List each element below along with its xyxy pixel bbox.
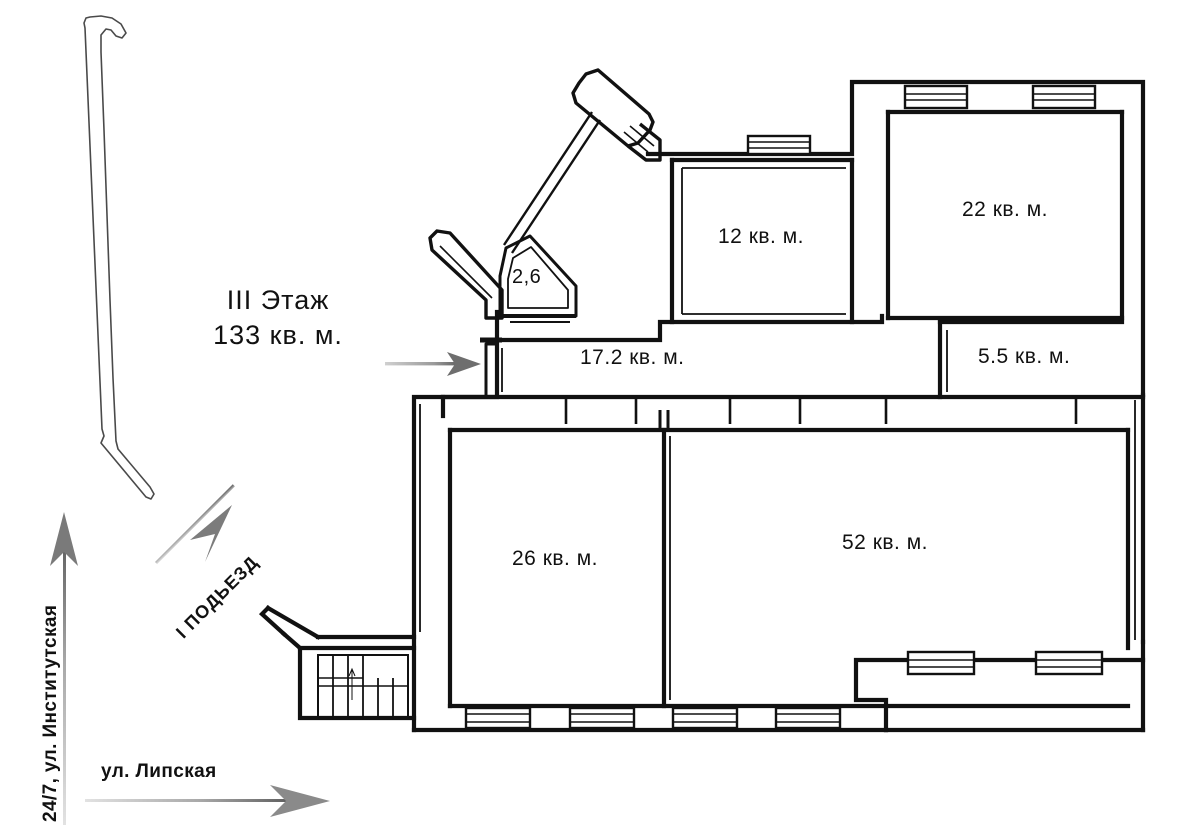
floor-title-line2: 133 кв. м.: [213, 319, 343, 350]
room-label-17-2: 17.2 кв. м.: [580, 346, 685, 369]
staircase-icon: [317, 654, 409, 718]
window-icon: [1034, 650, 1104, 676]
neighbor-building-outline: [83, 15, 155, 500]
wall-inner-faces: [419, 167, 1136, 700]
street-vertical-arrow-icon: [50, 512, 78, 825]
room-label-52: 52 кв. м.: [842, 531, 928, 554]
floor-title-line1: III Этаж: [226, 285, 330, 315]
window-icon: [1031, 84, 1097, 110]
door-openings: [564, 397, 1078, 430]
window-icon: [906, 650, 976, 676]
window-icon: [568, 706, 636, 730]
window-icon: [746, 134, 812, 156]
window-icon: [774, 706, 842, 730]
window-marks: [464, 84, 1104, 730]
street-label-lipskaya: ул. Липская: [101, 761, 217, 782]
street-horizontal-arrow-icon: [85, 785, 330, 817]
window-icon: [671, 706, 739, 730]
entrance-direction-arrow-icon: [155, 484, 235, 565]
window-icon: [464, 706, 532, 730]
room-label-balcony-26: 2,6: [512, 266, 542, 288]
room-label-22: 22 кв. м.: [962, 198, 1048, 221]
window-icon: [903, 84, 969, 110]
angled-balcony-structures: [428, 68, 662, 399]
room-label-12: 12 кв. м.: [718, 225, 804, 248]
floor-title: III Этаж 133 кв. м.: [198, 283, 358, 352]
room-label-26: 26 кв. м.: [512, 547, 598, 570]
entrance-arrow-icon: [385, 352, 481, 376]
street-label-institutskaya: 24/7, ул. Институтская: [40, 604, 61, 822]
apartment-walls: [258, 79, 1146, 733]
room-label-5-5: 5.5 кв. м.: [978, 345, 1071, 368]
